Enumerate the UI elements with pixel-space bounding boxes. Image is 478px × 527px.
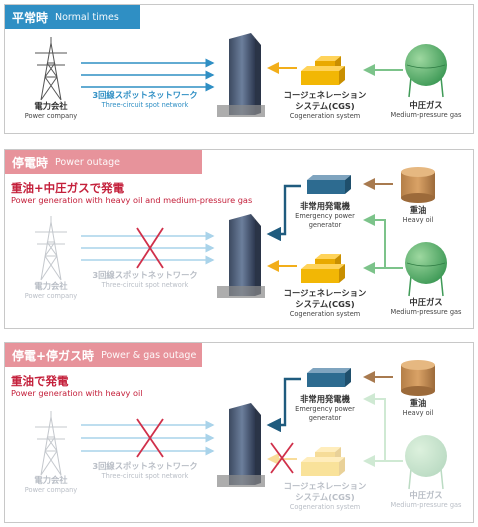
gas-jp: 中圧ガス: [409, 297, 443, 307]
cgs-unit-icon: [301, 56, 345, 85]
emergency-en-1: Emergency power: [295, 405, 355, 413]
power-company-label: 電力会社 Power company: [25, 475, 77, 495]
power-company-jp: 電力会社: [34, 101, 68, 111]
cgs-en: Cogeneration system: [289, 112, 361, 120]
cgs-jp-2: システム(CGS): [295, 299, 355, 309]
header-title-jp: 平常時: [12, 10, 49, 25]
gas-label: 中圧ガス Medium-pressure gas: [391, 297, 462, 317]
gas-label: 中圧ガス Medium-pressure gas: [391, 100, 462, 120]
cut-off-cross-icon: [136, 418, 164, 458]
network-label: 3回線スポットネットワーク Three-circuit spot network: [92, 270, 197, 290]
panel-power-gas-outage: 停電+停ガス時 Power & gas outage 重油で発電 Power g…: [4, 342, 474, 523]
power-company-en: Power company: [24, 486, 78, 494]
panel-power-outage: 停電時 Power outage 重油+中圧ガスで発電 Power genera…: [4, 149, 474, 329]
power-pylon-icon: [35, 37, 67, 101]
generator-output-arrow: [266, 377, 301, 433]
network-arrows: [81, 420, 215, 456]
network-en: Three-circuit spot network: [101, 472, 189, 480]
cgs-cut-off-cross-icon: [270, 442, 294, 474]
power-company-label: 電力会社 Power company: [25, 101, 77, 121]
cgs-jp-1: コージェネレーション: [283, 481, 367, 491]
scenario-title-en: Power generation with heavy oil and medi…: [11, 195, 253, 205]
gas-holder-icon: [405, 44, 447, 98]
cgs-unit-icon: [301, 447, 345, 476]
power-company-en: Power company: [24, 292, 78, 300]
emergency-generator-label: 非常用発電機 Emergency power generator: [295, 201, 355, 230]
emergency-generator-label: 非常用発電機 Emergency power generator: [295, 394, 355, 423]
gas-holder-icon: [405, 242, 447, 297]
oil-label: 重油 Heavy oil: [403, 205, 434, 225]
cgs-jp-1: コージェネレーション: [283, 90, 367, 100]
emergency-jp: 非常用発電機: [300, 394, 350, 404]
network-label: 3回線スポットネットワーク Three-circuit spot network: [92, 461, 197, 481]
header-title-en: Power & gas outage: [101, 349, 197, 361]
building-icon: [217, 33, 265, 117]
emergency-generator-icon: [307, 368, 351, 387]
generator-output-arrow: [266, 184, 301, 242]
network-en: Three-circuit spot network: [101, 281, 189, 289]
building-icon: [217, 214, 265, 298]
power-company-jp: 電力会社: [34, 475, 68, 485]
cgs-jp-2: システム(CGS): [295, 101, 355, 111]
diagram-normal: [35, 33, 447, 117]
building-icon: [217, 403, 265, 487]
cgs-en: Cogeneration system: [289, 503, 361, 511]
network-jp: 3回線スポットネットワーク: [92, 270, 198, 280]
network-jp: 3回線スポットネットワーク: [92, 90, 198, 100]
header-title-en: Normal times: [55, 11, 119, 23]
power-company-en: Power company: [24, 112, 78, 120]
diagram-power-outage: [35, 167, 447, 298]
cgs-en: Cogeneration system: [289, 310, 361, 318]
network-arrows: [81, 58, 215, 92]
emergency-generator-icon: [307, 175, 351, 194]
panel-header: 停電時 Power outage: [5, 150, 202, 174]
network-label: 3回線スポットネットワーク Three-circuit spot network: [92, 90, 197, 110]
power-company-jp: 電力会社: [34, 281, 68, 291]
oil-jp: 重油: [409, 205, 427, 215]
oil-en: Heavy oil: [402, 216, 434, 224]
gas-to-generator-arrow: [363, 393, 386, 461]
oil-label: 重油 Heavy oil: [403, 398, 434, 418]
scenario-title-jp: 重油で発電: [11, 374, 69, 388]
cgs-jp-1: コージェネレーション: [283, 288, 367, 298]
cgs-unit-icon: [301, 254, 345, 283]
power-pylon-icon: [35, 216, 67, 281]
gas-jp: 中圧ガス: [409, 490, 443, 500]
gas-en: Medium-pressure gas: [390, 501, 462, 509]
emergency-en-2: generator: [308, 414, 342, 422]
gas-label: 中圧ガス Medium-pressure gas: [391, 490, 462, 510]
cgs-label: コージェネレーション システム(CGS) Cogeneration system: [284, 481, 367, 512]
scenario-title-jp: 重油+中圧ガスで発電: [11, 181, 125, 195]
oil-jp: 重油: [409, 398, 427, 408]
network-jp: 3回線スポットネットワーク: [92, 461, 198, 471]
gas-en: Medium-pressure gas: [390, 111, 462, 119]
gas-jp: 中圧ガス: [409, 100, 443, 110]
oil-tank-icon: [401, 167, 435, 203]
gas-holder-icon: [405, 435, 447, 490]
emergency-en-2: generator: [308, 221, 342, 229]
gas-en: Medium-pressure gas: [390, 308, 462, 316]
emergency-en-1: Emergency power: [295, 212, 355, 220]
header-title-jp: 停電時: [12, 155, 49, 170]
emergency-jp: 非常用発電機: [300, 201, 350, 211]
header-title-jp: 停電+停ガス時: [12, 348, 95, 363]
cgs-label: コージェネレーション システム(CGS) Cogeneration system: [284, 288, 367, 319]
cut-off-cross-icon: [136, 227, 164, 269]
network-en: Three-circuit spot network: [101, 101, 189, 109]
cgs-jp-2: システム(CGS): [295, 492, 355, 502]
panel-header: 停電+停ガス時 Power & gas outage: [5, 343, 202, 367]
oil-tank-icon: [401, 360, 435, 396]
power-company-label: 電力会社 Power company: [25, 281, 77, 301]
oil-en: Heavy oil: [402, 409, 434, 417]
panel-header: 平常時 Normal times: [5, 5, 140, 29]
power-pylon-icon: [35, 411, 67, 476]
panel-normal: 平常時 Normal times: [4, 4, 474, 134]
gas-to-generator-arrow: [363, 214, 386, 268]
cgs-label: コージェネレーション システム(CGS) Cogeneration system: [284, 90, 367, 121]
header-title-en: Power outage: [55, 156, 121, 168]
diagram-power-gas-outage: [35, 360, 447, 490]
network-arrows: [81, 231, 215, 265]
scenario-title-en: Power generation with heavy oil: [11, 388, 143, 398]
